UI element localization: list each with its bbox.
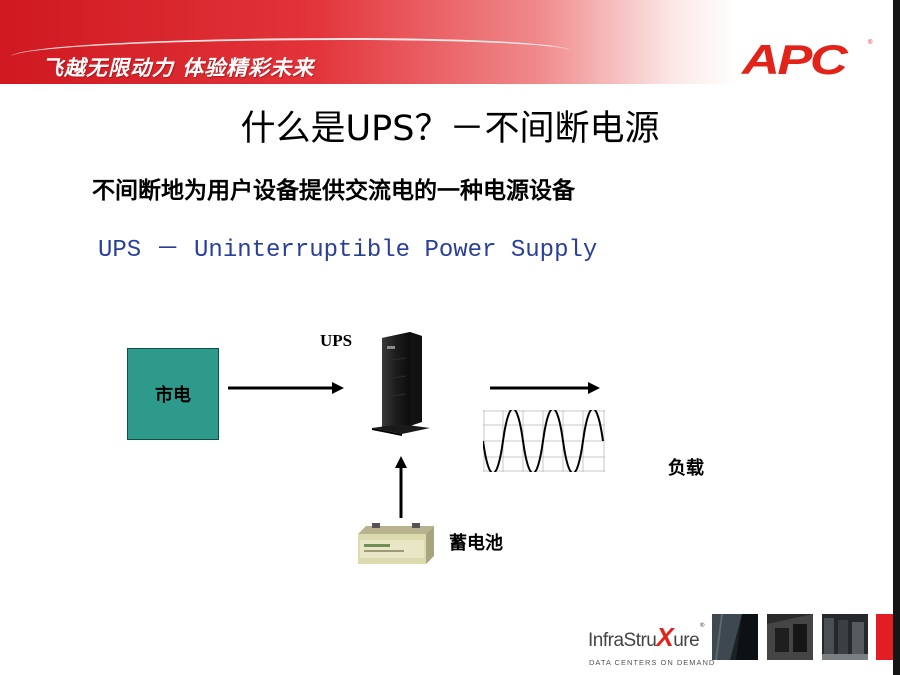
apc-logo: APC [742, 36, 848, 83]
slide-subtitle: 不间断地为用户设备提供交流电的一种电源设备 [92, 178, 575, 204]
datacenter-photo-2 [767, 614, 813, 660]
up-arrow-icon [395, 456, 407, 518]
datacenter-photo-3 [822, 614, 868, 660]
right-arrow-icon [228, 382, 344, 394]
battery-icon [358, 523, 434, 564]
mains-box: 市电 [127, 348, 219, 440]
datacenter-photo-1 [712, 614, 758, 660]
brand-tagline: DATA CENTERS ON DEMAND [589, 658, 716, 667]
infrastruxure-logo: InfraStruXure® DATA CENTERS ON DEMAND [588, 622, 714, 667]
brand-name-right: ure [673, 630, 700, 651]
ups-definition: UPS － Uninterruptible Power Supply [98, 237, 598, 264]
banner-swoosh [10, 38, 570, 70]
right-edge-bar [893, 0, 900, 675]
apc-logo-registered: ® [868, 40, 873, 46]
brand-name-x: X [656, 622, 674, 652]
brand-name-left: InfraStru [588, 630, 657, 651]
slogan: 飞越无限动力 体验精彩未来 [42, 55, 315, 80]
sine-wave-icon [483, 410, 605, 472]
battery-label: 蓄电池 [449, 533, 503, 554]
ups-label: UPS [320, 331, 353, 350]
right-arrow-icon [490, 382, 600, 394]
slide-title: 什么是UPS？－不间断电源 [240, 109, 660, 149]
header-banner: 飞越无限动力 体验精彩未来 [0, 0, 900, 84]
mains-label: 市电 [155, 385, 191, 406]
brand-registered: ® [699, 622, 706, 629]
load-label: 负载 [668, 458, 704, 479]
ups-tower-icon [372, 332, 430, 436]
footer-red-block [876, 614, 893, 660]
